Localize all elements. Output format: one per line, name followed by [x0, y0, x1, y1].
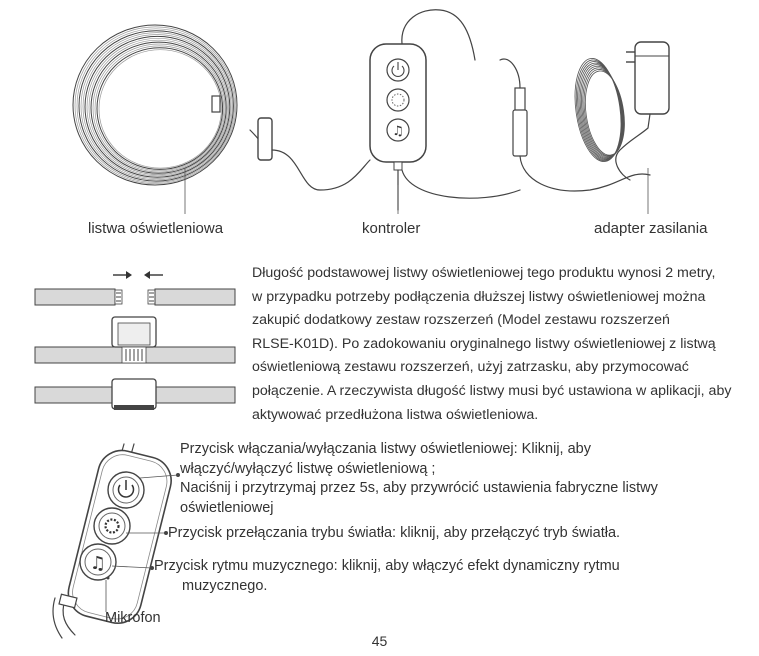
strip-coil-illustration	[72, 24, 371, 214]
controller-closeup-illustration: ♫	[52, 443, 180, 639]
adapter-illustration	[499, 41, 670, 214]
extension-paragraph: Długość podstawowej listwy oświetleniowe…	[252, 262, 731, 427]
controller-illustration: ♫	[369, 9, 521, 214]
svg-text:♫: ♫	[90, 553, 106, 574]
paragraph-line: RLSE-K01D). Po zadokowaniu oryginalnego …	[252, 335, 716, 352]
music-note-icon	[386, 118, 410, 142]
mode-ring-icon	[386, 88, 410, 112]
label-adapter: adapter zasilania	[594, 220, 708, 237]
arrow-right-icon	[113, 271, 132, 279]
paragraph-line: Długość podstawowej listwy oświetleniowe…	[252, 265, 716, 281]
label-strip: listwa oświetleniowa	[88, 220, 224, 237]
label-controller: kontroler	[362, 220, 421, 237]
mode-button-description: Przycisk przełączania trybu światła: kli…	[168, 525, 621, 541]
page-number: 45	[371, 633, 388, 649]
power-button-description: Przycisk włączania/wyłączania listwy ośw…	[180, 441, 658, 516]
paragraph-line: połączenie. A rzeczywista długość listwy…	[252, 382, 732, 399]
paragraph-line: aktywować przedłużona listwa oświetlenio…	[252, 406, 539, 423]
extension-clip-illustration	[34, 271, 236, 410]
microphone-label: Mikrofon	[105, 610, 161, 626]
svg-text:♫: ♫	[392, 124, 404, 139]
paragraph-line: oświetleniową zestawu rozszerzeń, użyj z…	[252, 359, 689, 376]
music-button-description: Przycisk rytmu muzycznego: kliknij, aby …	[154, 558, 620, 594]
arrow-left-icon	[144, 271, 163, 279]
paragraph-line: zakupić dodatkowy zestaw rozszerzeń (Mod…	[252, 312, 670, 329]
paragraph-line: w przypadku potrzeby podłączenia dłuższe…	[252, 288, 706, 305]
